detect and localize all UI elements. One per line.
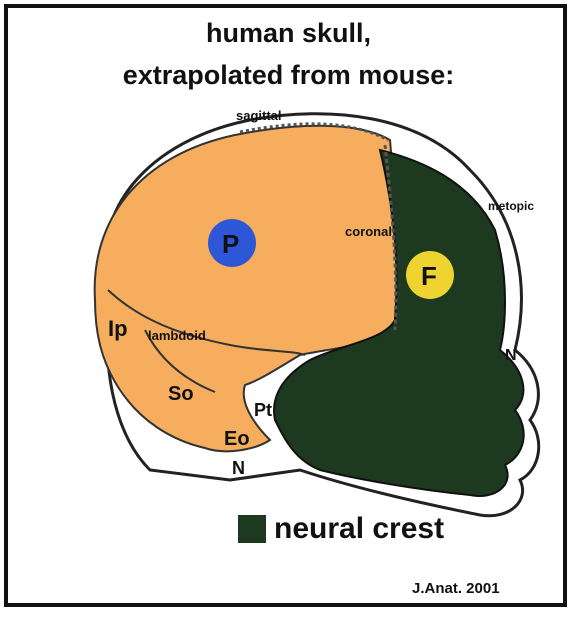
label-sagittal: sagittal [236, 108, 282, 123]
label-coronal: coronal [345, 224, 392, 239]
label-ip: Ip [108, 316, 128, 341]
label-p: P [222, 229, 239, 259]
label-lambdoid: lambdoid [148, 328, 206, 343]
label-n-face: N [505, 347, 517, 364]
legend-swatch [238, 515, 266, 543]
label-eo: Eo [224, 428, 250, 450]
label-so: So [168, 383, 194, 405]
label-metopic: metopic [488, 199, 534, 213]
label-pt: Pt [254, 400, 272, 420]
legend-label: neural crest [274, 512, 444, 546]
legend: neural crest [238, 512, 444, 546]
label-n-lower: N [232, 458, 245, 478]
credit-text: J.Anat. 2001 [412, 580, 500, 597]
label-f: F [421, 261, 437, 291]
